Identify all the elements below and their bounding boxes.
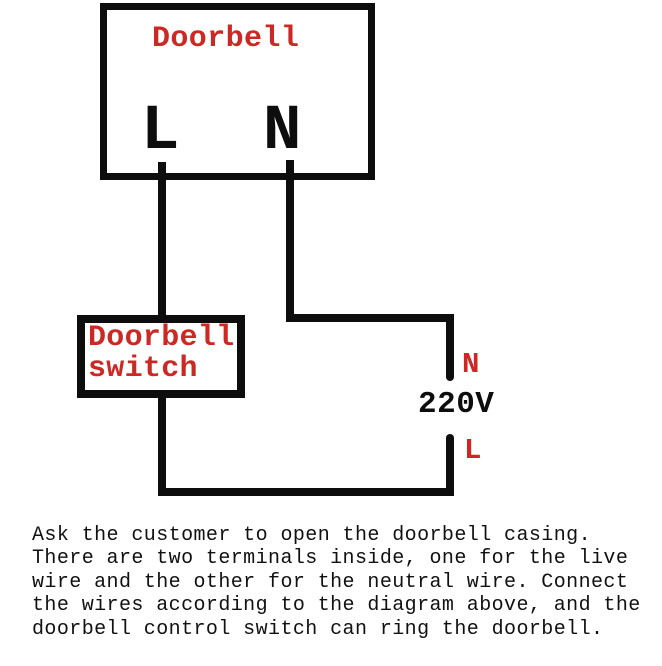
wire-neutral-to-supply — [446, 314, 454, 381]
doorbell-switch-box — [77, 315, 245, 398]
supply-neutral-label: N — [462, 348, 480, 381]
wire-bottom-horizontal — [158, 488, 454, 496]
doorbell-switch-label: Doorbell switch — [88, 323, 234, 385]
supply-voltage-label: 220V — [418, 387, 495, 422]
instruction-caption: Ask the customer to open the doorbell ca… — [32, 524, 641, 641]
wire-live-switch-to-bottom — [158, 394, 166, 496]
supply-live-label: L — [464, 434, 482, 467]
doorbell-switch-label-line1: Doorbell — [88, 321, 235, 355]
doorbell-box-title: Doorbell — [152, 22, 300, 56]
terminal-neutral-label: N — [263, 96, 302, 168]
wire-neutral-horizontal — [286, 314, 454, 322]
wire-neutral-vertical — [286, 160, 294, 322]
wire-live-from-supply — [446, 434, 454, 496]
doorbell-switch-label-line2: switch — [88, 352, 198, 386]
doorbell-box — [100, 3, 375, 180]
wire-live-doorbell-to-switch — [158, 162, 166, 319]
terminal-live-label: L — [141, 96, 180, 168]
